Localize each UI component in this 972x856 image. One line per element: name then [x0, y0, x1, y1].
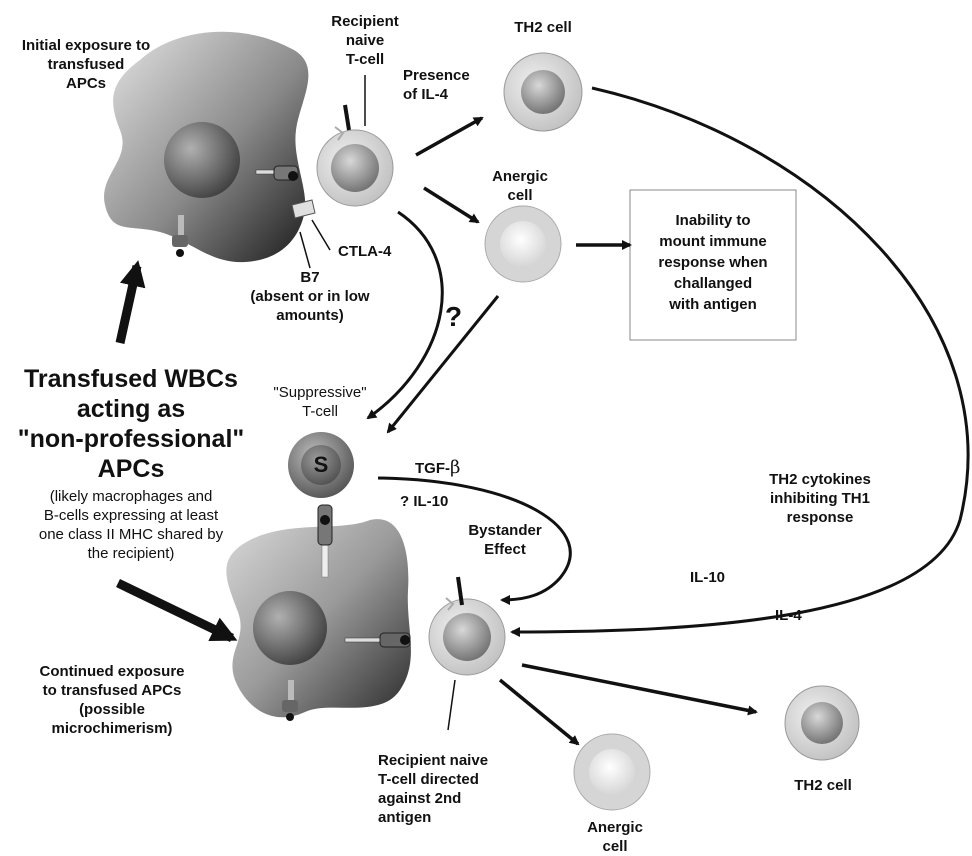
arrow-to-th2-bottom	[521, 663, 758, 716]
label-il4-right: IL-4	[775, 607, 802, 624]
apc-bottom-nucleus	[253, 591, 327, 665]
arrow-to-anergic-bottom	[498, 678, 580, 746]
arrow-naive-to-suppressive	[366, 210, 444, 420]
arrow-to-th2-top	[415, 116, 484, 157]
label-th2-top: TH2 cell	[514, 19, 572, 36]
anergic-cell-bottom	[573, 733, 651, 811]
label-il10-right: IL-10	[690, 569, 726, 586]
arrow-bystander-effect	[377, 476, 572, 605]
th2-cell-bottom	[784, 685, 860, 761]
label-il10-question: ? IL-10	[400, 493, 449, 510]
s-letter: S	[313, 452, 329, 477]
arrow-wbc-to-top-apc	[115, 260, 146, 344]
th2-cell-top	[503, 52, 583, 132]
apc-top	[104, 31, 316, 263]
arrow-anergic-to-suppressive	[386, 295, 500, 434]
apc-bottom	[226, 504, 411, 721]
label-th2-bottom: TH2 cell	[794, 777, 852, 794]
leader-b7	[299, 231, 311, 269]
apc-top-nucleus	[164, 122, 240, 198]
leader-recipient-directed	[447, 679, 456, 731]
leader-ctla4	[311, 219, 331, 251]
label-suppressive: "Suppressive"T-cell	[273, 384, 367, 420]
label-ctla4: CTLA-4	[338, 243, 392, 260]
arrow-wbc-to-bottom-apc	[116, 578, 238, 643]
question-mark: ?	[445, 301, 463, 332]
inability-box-frame	[629, 189, 797, 341]
naive-t-cell-top	[316, 104, 394, 207]
label-tgf-beta: TGF-β	[415, 457, 461, 478]
suppressive-t-cell	[288, 432, 354, 498]
naive-t-cell-bottom	[428, 576, 506, 676]
anergic-cell-top	[484, 205, 562, 283]
arrow-th2-cytokines	[510, 86, 970, 637]
arrow-to-anergic-top	[423, 186, 480, 224]
